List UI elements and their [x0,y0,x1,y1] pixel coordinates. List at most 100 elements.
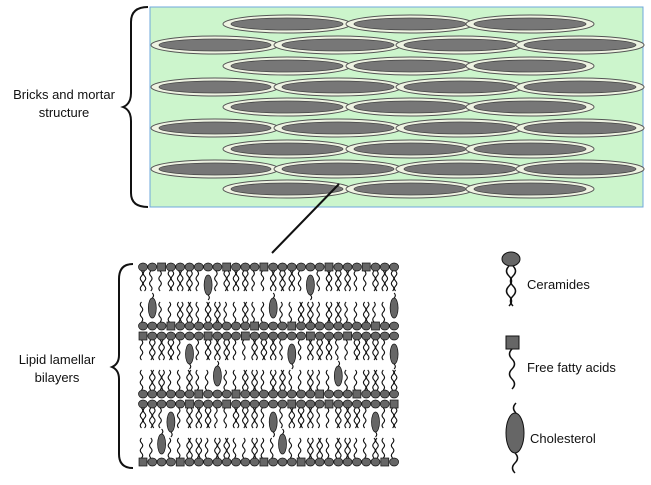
brick [222,14,352,34]
lipid-molecule [250,301,259,331]
lipid-molecule [138,301,148,331]
lipid-molecule [333,331,344,361]
lipid-bilayers-group [138,262,399,467]
lipid-molecule [166,301,176,331]
lipid-molecule [296,369,306,399]
lipid-molecule [333,399,344,429]
lipid-molecule [324,331,334,361]
lipid-molecule [212,399,223,429]
brick [222,56,352,76]
lipid-molecule [231,369,241,399]
lipid-molecule [361,301,372,331]
lipid-molecule [259,399,269,429]
lipid-molecule [370,369,381,399]
lipid-molecule [185,399,194,429]
lipid-molecule [268,437,279,467]
brick [345,56,475,76]
lipid-molecule [175,399,186,429]
lipid-molecule [156,428,167,467]
lipid-molecule [147,437,158,467]
lipid-molecule [352,399,362,429]
lipid-molecule [333,301,344,331]
lipid-molecule [147,331,158,361]
lipid-molecule [259,369,269,399]
brick [465,179,595,199]
lipid-molecule [240,331,250,361]
cholesterol-icon [505,402,525,474]
lipid-molecule [314,331,325,361]
brick [515,159,645,179]
lipid-molecule [203,399,213,429]
lipid-molecule [352,301,362,331]
lipid-molecule [221,331,232,361]
lipid-molecule [343,331,352,361]
lipid-molecule [175,437,185,467]
lipid-molecule [156,399,167,429]
lipid-molecule [389,331,399,370]
lipid-molecule [268,399,279,438]
lipid-molecule [268,292,279,331]
lipid-bilayer [138,399,399,467]
lipid-molecule [193,331,204,361]
lipid-molecule [324,369,334,399]
lipid-molecule [379,369,390,399]
lipid-molecule [314,437,325,467]
lipid-molecule [361,399,372,429]
lipid-molecule [286,331,297,370]
lipid-molecule [147,262,158,292]
brick [515,35,645,55]
lipid-molecule [240,262,251,292]
lipid-molecule [193,399,204,429]
lipid-molecule [389,437,399,467]
brick [222,179,352,199]
lipid-molecule [194,369,204,399]
lipid-molecule [240,369,251,399]
lipid-molecule [193,262,204,292]
lipid-molecule [314,301,325,331]
lipid-molecule [203,369,213,399]
lipid-molecule [305,437,316,467]
lipid-molecule [370,399,381,438]
lipid-molecule [352,437,362,467]
lipid-molecule [389,292,399,331]
lipid-molecule [193,301,204,331]
lipid-molecule [231,437,241,467]
brick [273,77,403,97]
legend-cholesterol-label: Cholesterol [530,431,596,446]
lipid-molecule [166,262,176,292]
lipid-bilayers-label: Lipid lamellar bilayers [6,351,108,387]
lipid-molecule [212,301,223,331]
brick [395,35,525,55]
lipid-molecule [342,301,353,331]
lipid-molecule [314,399,325,429]
lipid-molecule [212,331,223,361]
lipid-molecule [184,369,195,399]
lipid-molecule [249,399,260,429]
lipid-bilayers-label-line1: Lipid lamellar [18,352,96,367]
brick [395,159,525,179]
lipid-molecule [333,262,344,292]
lipid-molecule [157,262,166,292]
lipid-molecule [212,360,223,399]
legend-free-fatty-acids-label: Free fatty acids [527,360,616,375]
lipid-molecule [370,437,381,467]
lipid-molecule [138,437,148,467]
lipid-molecule [306,331,315,361]
lipid-molecule [379,331,390,361]
lipid-bilayers-label-line2: bilayers [34,370,80,385]
lipid-molecule [371,301,380,331]
lipid-molecule [333,360,344,399]
brick [150,77,280,97]
lipid-molecule [156,369,167,399]
brick [465,56,595,76]
lipid-molecule [147,292,158,331]
bricks-group [150,14,645,199]
lipid-molecule [249,369,260,399]
brick [395,118,525,138]
lipid-molecule [156,301,167,331]
lipid-molecule [361,262,371,292]
ceramide-icon [501,251,521,307]
lipid-molecule [156,331,167,361]
lipid-molecule [342,369,353,399]
lipid-molecule [352,331,362,361]
